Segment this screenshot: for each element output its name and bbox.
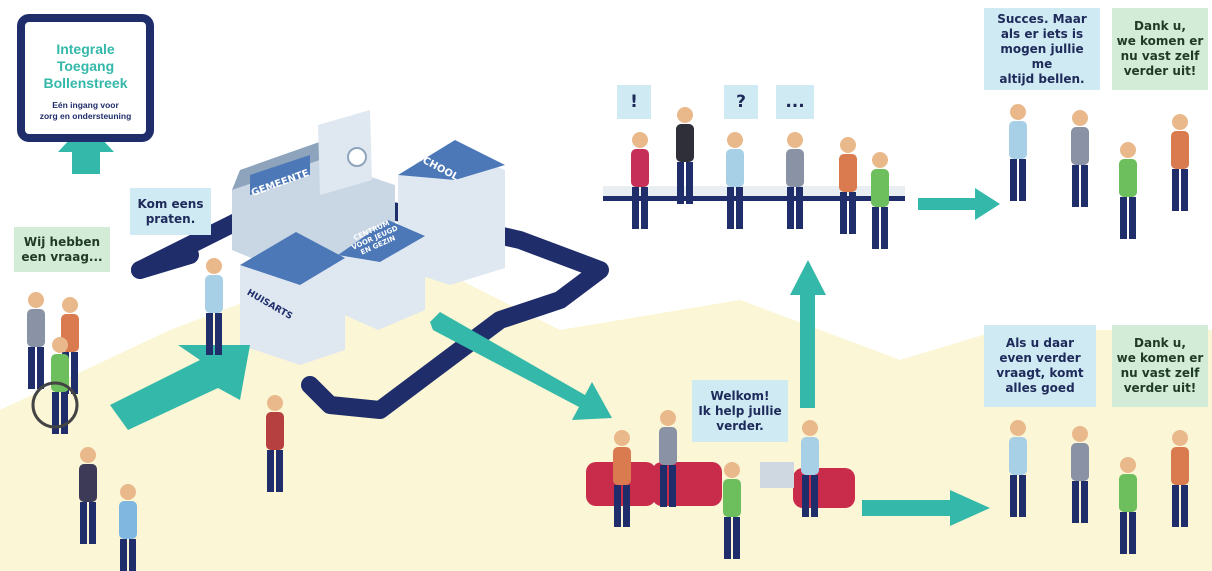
centrum-building [338, 220, 425, 330]
road-to-meeting-arrow [430, 312, 612, 420]
logo-integrale-toegang: Integrale Toegang Bollenstreek Eén ingan… [17, 14, 154, 142]
meeting-table [603, 186, 905, 201]
mother [79, 447, 97, 544]
receptionist [205, 258, 223, 355]
up-arrow-logo [58, 122, 114, 174]
logo-subtitle: Eén ingang voor zorg en ondersteuning [39, 100, 132, 121]
bubble-dots: ... [776, 85, 814, 119]
meeting-people [631, 107, 889, 249]
logo-title: Integrale Toegang Bollenstreek [43, 41, 128, 91]
right-arrow-bottom [862, 490, 990, 526]
up-arrow-center [790, 260, 826, 408]
elderly-man [266, 395, 284, 492]
right-arrow-top [918, 188, 1000, 220]
bubble-query: ? [724, 85, 758, 119]
child [119, 484, 137, 571]
family-bottom-right [1009, 420, 1189, 554]
huisarts-building [240, 232, 345, 365]
bubble-exclaim: ! [617, 85, 651, 119]
big-entry-arrow [110, 345, 250, 430]
family-top-right [1009, 104, 1189, 239]
family-left [27, 292, 79, 434]
laptop [760, 462, 794, 488]
